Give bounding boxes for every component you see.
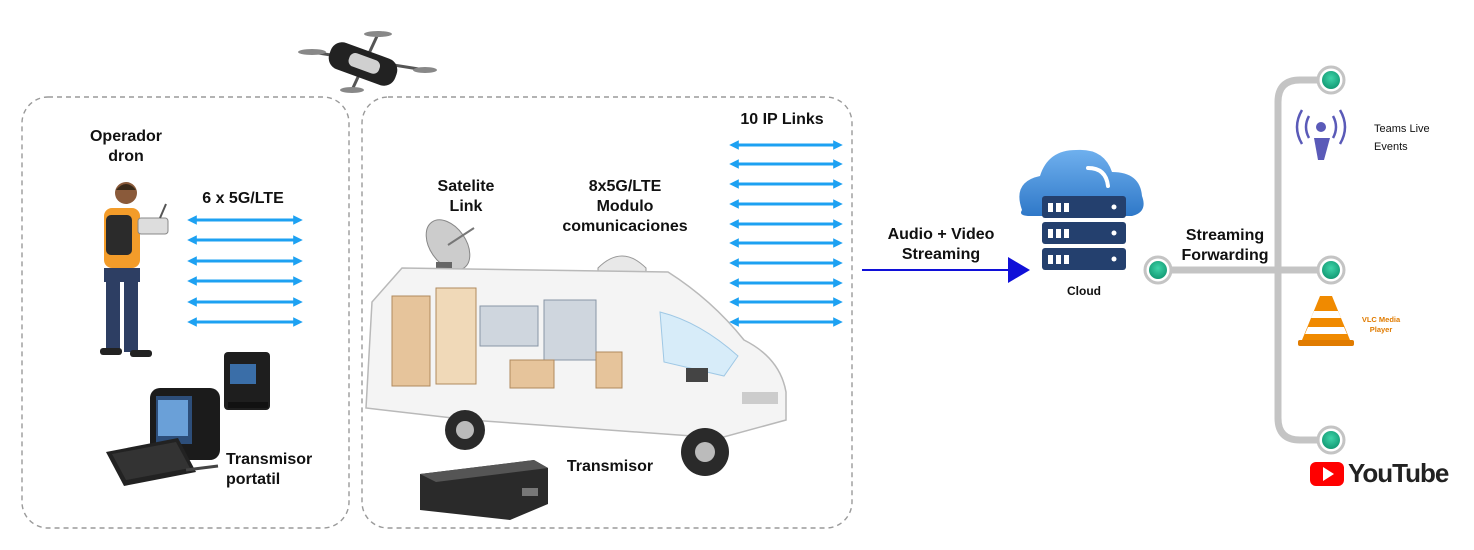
ip-link-arrows	[729, 140, 843, 327]
van-transmitter-label: Transmisor	[566, 458, 654, 475]
av-stream-label: Audio + Video Streaming	[868, 225, 1014, 265]
cloud-output-node	[1143, 255, 1173, 285]
vlc-cone-icon	[1298, 296, 1354, 346]
forwarding-line2: Forwarding	[1181, 247, 1269, 264]
operator-title: Operador dron	[62, 127, 190, 167]
vlc-label: VLC Media Player	[1356, 315, 1406, 335]
youtube-logo-icon	[1310, 462, 1344, 486]
operator-group-box	[21, 96, 350, 529]
av-stream-line2: Streaming	[901, 246, 981, 263]
drone-icon	[298, 31, 437, 93]
av-stream-arrow	[862, 257, 1030, 283]
broadcast-van	[365, 267, 787, 476]
portable-transmitter-line2: portatil	[226, 471, 281, 488]
satellite-line1: Satelite	[437, 178, 495, 195]
portable-transmitter-line1: Transmisor	[226, 451, 313, 468]
transmitter-backpack	[106, 388, 220, 486]
vlc-node	[1316, 255, 1346, 285]
operator-link-label: 6 x 5G/LTE	[202, 190, 284, 207]
teams-label: Teams Live Events	[1374, 120, 1464, 156]
comms-line3: comunicaciones	[562, 218, 688, 235]
cloud-label: Cloud	[1067, 284, 1101, 298]
operator-link-arrows	[187, 215, 303, 327]
teams-node	[1316, 65, 1346, 95]
satellite-line2: Link	[449, 198, 483, 215]
broadcast-antenna-icon	[1295, 109, 1347, 160]
av-stream-line1: Audio + Video	[887, 226, 995, 243]
van-transmitter-unit	[420, 460, 548, 520]
cloud-server-icon	[1019, 149, 1144, 270]
forwarding-label: Streaming Forwarding	[1166, 226, 1284, 266]
drone-operator-figure	[100, 182, 169, 357]
youtube-node	[1316, 425, 1346, 455]
teams-line1: Teams Live	[1374, 123, 1430, 135]
comms-line2: Modulo	[596, 198, 654, 215]
teams-line2: Events	[1374, 141, 1408, 153]
vlc-line2: Player	[1369, 325, 1393, 334]
portable-transmitter-label: Transmisor portatil	[226, 450, 336, 490]
satellite-label: Satelite Link	[418, 177, 514, 217]
ip-links-label: 10 IP Links	[740, 111, 824, 128]
comms-module-label: 8x5G/LTE Modulo comunicaciones	[552, 177, 698, 237]
forwarding-line1: Streaming	[1185, 227, 1265, 244]
comms-line1: 8x5G/LTE	[588, 178, 662, 195]
vlc-line1: VLC Media	[1361, 315, 1401, 324]
van-group-box	[361, 96, 853, 529]
youtube-wordmark: YouTube	[1348, 458, 1449, 488]
portable-transmitter-unit	[224, 352, 270, 410]
operator-title-line2: dron	[108, 148, 144, 165]
operator-title-line1: Operador	[89, 128, 162, 145]
